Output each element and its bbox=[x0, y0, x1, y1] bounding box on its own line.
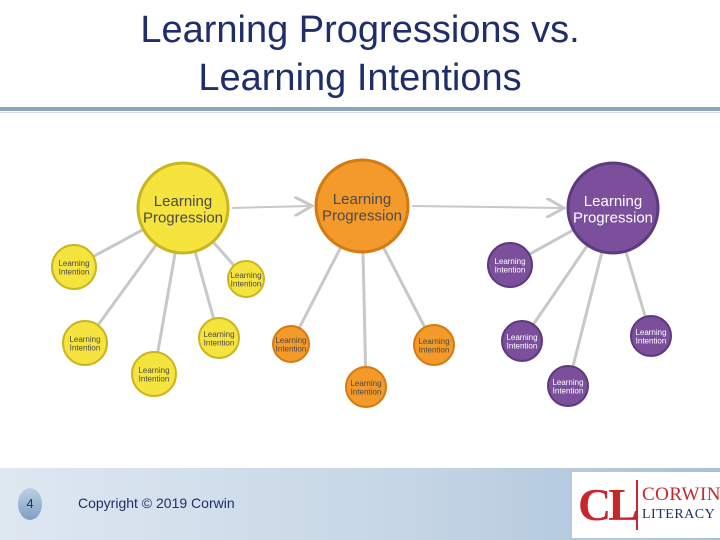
intention-node-0-4-label-line1: Learning bbox=[138, 366, 169, 375]
progression-arrows bbox=[231, 206, 562, 208]
progression-node-2-circle bbox=[566, 161, 660, 255]
intention-node-2-2-label-line1: Learning bbox=[506, 333, 537, 342]
progression-node-2-label-line2: Progression bbox=[573, 209, 653, 226]
intention-node-2-3-label-line1: Learning bbox=[552, 378, 583, 387]
intention-node-2-1-label-line2: Intention bbox=[636, 337, 667, 346]
intention-node-1-2-label-line2: Intention bbox=[351, 388, 382, 397]
intention-node-0-2-label-line1: Learning bbox=[69, 335, 100, 344]
intention-node-2-0-label-line2: Intention bbox=[495, 266, 526, 275]
logo-wordmark-bottom: LITERACY bbox=[642, 507, 716, 522]
progression-arrow-0 bbox=[231, 206, 310, 208]
intention-node-2-0-circle bbox=[487, 242, 533, 288]
title-divider-thin bbox=[0, 112, 720, 113]
progression-arrow-1 bbox=[411, 206, 562, 208]
progression-node-0-circle bbox=[136, 161, 230, 255]
copyright-text: Copyright © 2019 Corwin bbox=[78, 495, 235, 511]
intention-node-2-1-label-line1: Learning bbox=[635, 328, 666, 337]
slide-number: 4 bbox=[18, 488, 42, 520]
intention-node-0-4-circle bbox=[131, 351, 177, 397]
intention-node-0-2-circle bbox=[62, 320, 108, 366]
intention-node-0-3-circle bbox=[198, 317, 240, 359]
intention-node-0-0-label-line2: Intention bbox=[59, 268, 90, 277]
intention-node-1-0-label-line1: Learning bbox=[275, 336, 306, 345]
intention-node-1-2-circle bbox=[345, 366, 387, 408]
intention-node-0-1-label-line2: Intention bbox=[231, 280, 262, 289]
intention-node-0-0-label-line1: Learning bbox=[58, 259, 89, 268]
progression-node-0-label-line1: Learning bbox=[154, 193, 212, 210]
slide-title-line2: Learning Intentions bbox=[198, 57, 522, 99]
logo-divider bbox=[636, 480, 638, 530]
footer-bar: 4 Copyright © 2019 Corwin CL CORWIN LITE… bbox=[0, 468, 720, 540]
logo-mark: CL bbox=[578, 479, 639, 530]
title-divider bbox=[0, 107, 720, 111]
intention-node-1-0-circle bbox=[272, 325, 310, 363]
intention-node-1-1-label-line2: Intention bbox=[419, 346, 450, 355]
corwin-literacy-logo: CL CORWIN LITERACY bbox=[572, 472, 720, 538]
intention-node-2-1-circle bbox=[630, 315, 672, 357]
intention-node-2-0-label-line1: Learning bbox=[494, 257, 525, 266]
logo-wordmark-top: CORWIN bbox=[642, 484, 720, 505]
progression-node-2-label-line1: Learning bbox=[584, 193, 642, 210]
intention-node-0-3-label-line2: Intention bbox=[204, 339, 235, 348]
intention-node-0-1-label-line1: Learning bbox=[230, 271, 261, 280]
intention-node-0-3-label-line1: Learning bbox=[203, 330, 234, 339]
slide-title-line1: Learning Progressions vs. bbox=[140, 9, 580, 51]
intention-node-2-3-circle bbox=[547, 365, 589, 407]
intention-node-0-4-label-line2: Intention bbox=[139, 375, 170, 384]
intention-node-2-3-label-line2: Intention bbox=[553, 387, 584, 396]
slide-title: Learning Progressions vs. Learning Inten… bbox=[0, 6, 720, 102]
intention-node-0-2-label-line2: Intention bbox=[70, 344, 101, 353]
progression-node-1-circle bbox=[314, 158, 410, 254]
intention-node-0-0-circle bbox=[51, 244, 97, 290]
intention-node-2-2-circle bbox=[501, 320, 543, 362]
progression-node-0-label-line2: Progression bbox=[143, 209, 223, 226]
intention-node-1-1-circle bbox=[413, 324, 455, 366]
intention-node-1-2-label-line1: Learning bbox=[350, 379, 381, 388]
progression-node-1-label-line2: Progression bbox=[322, 207, 402, 224]
intention-node-1-0-label-line2: Intention bbox=[276, 345, 307, 354]
intention-node-0-1-circle bbox=[227, 260, 265, 298]
progression-node-1-label-line1: Learning bbox=[333, 191, 391, 208]
intention-node-2-2-label-line2: Intention bbox=[507, 342, 538, 351]
intention-node-1-1-label-line1: Learning bbox=[418, 337, 449, 346]
